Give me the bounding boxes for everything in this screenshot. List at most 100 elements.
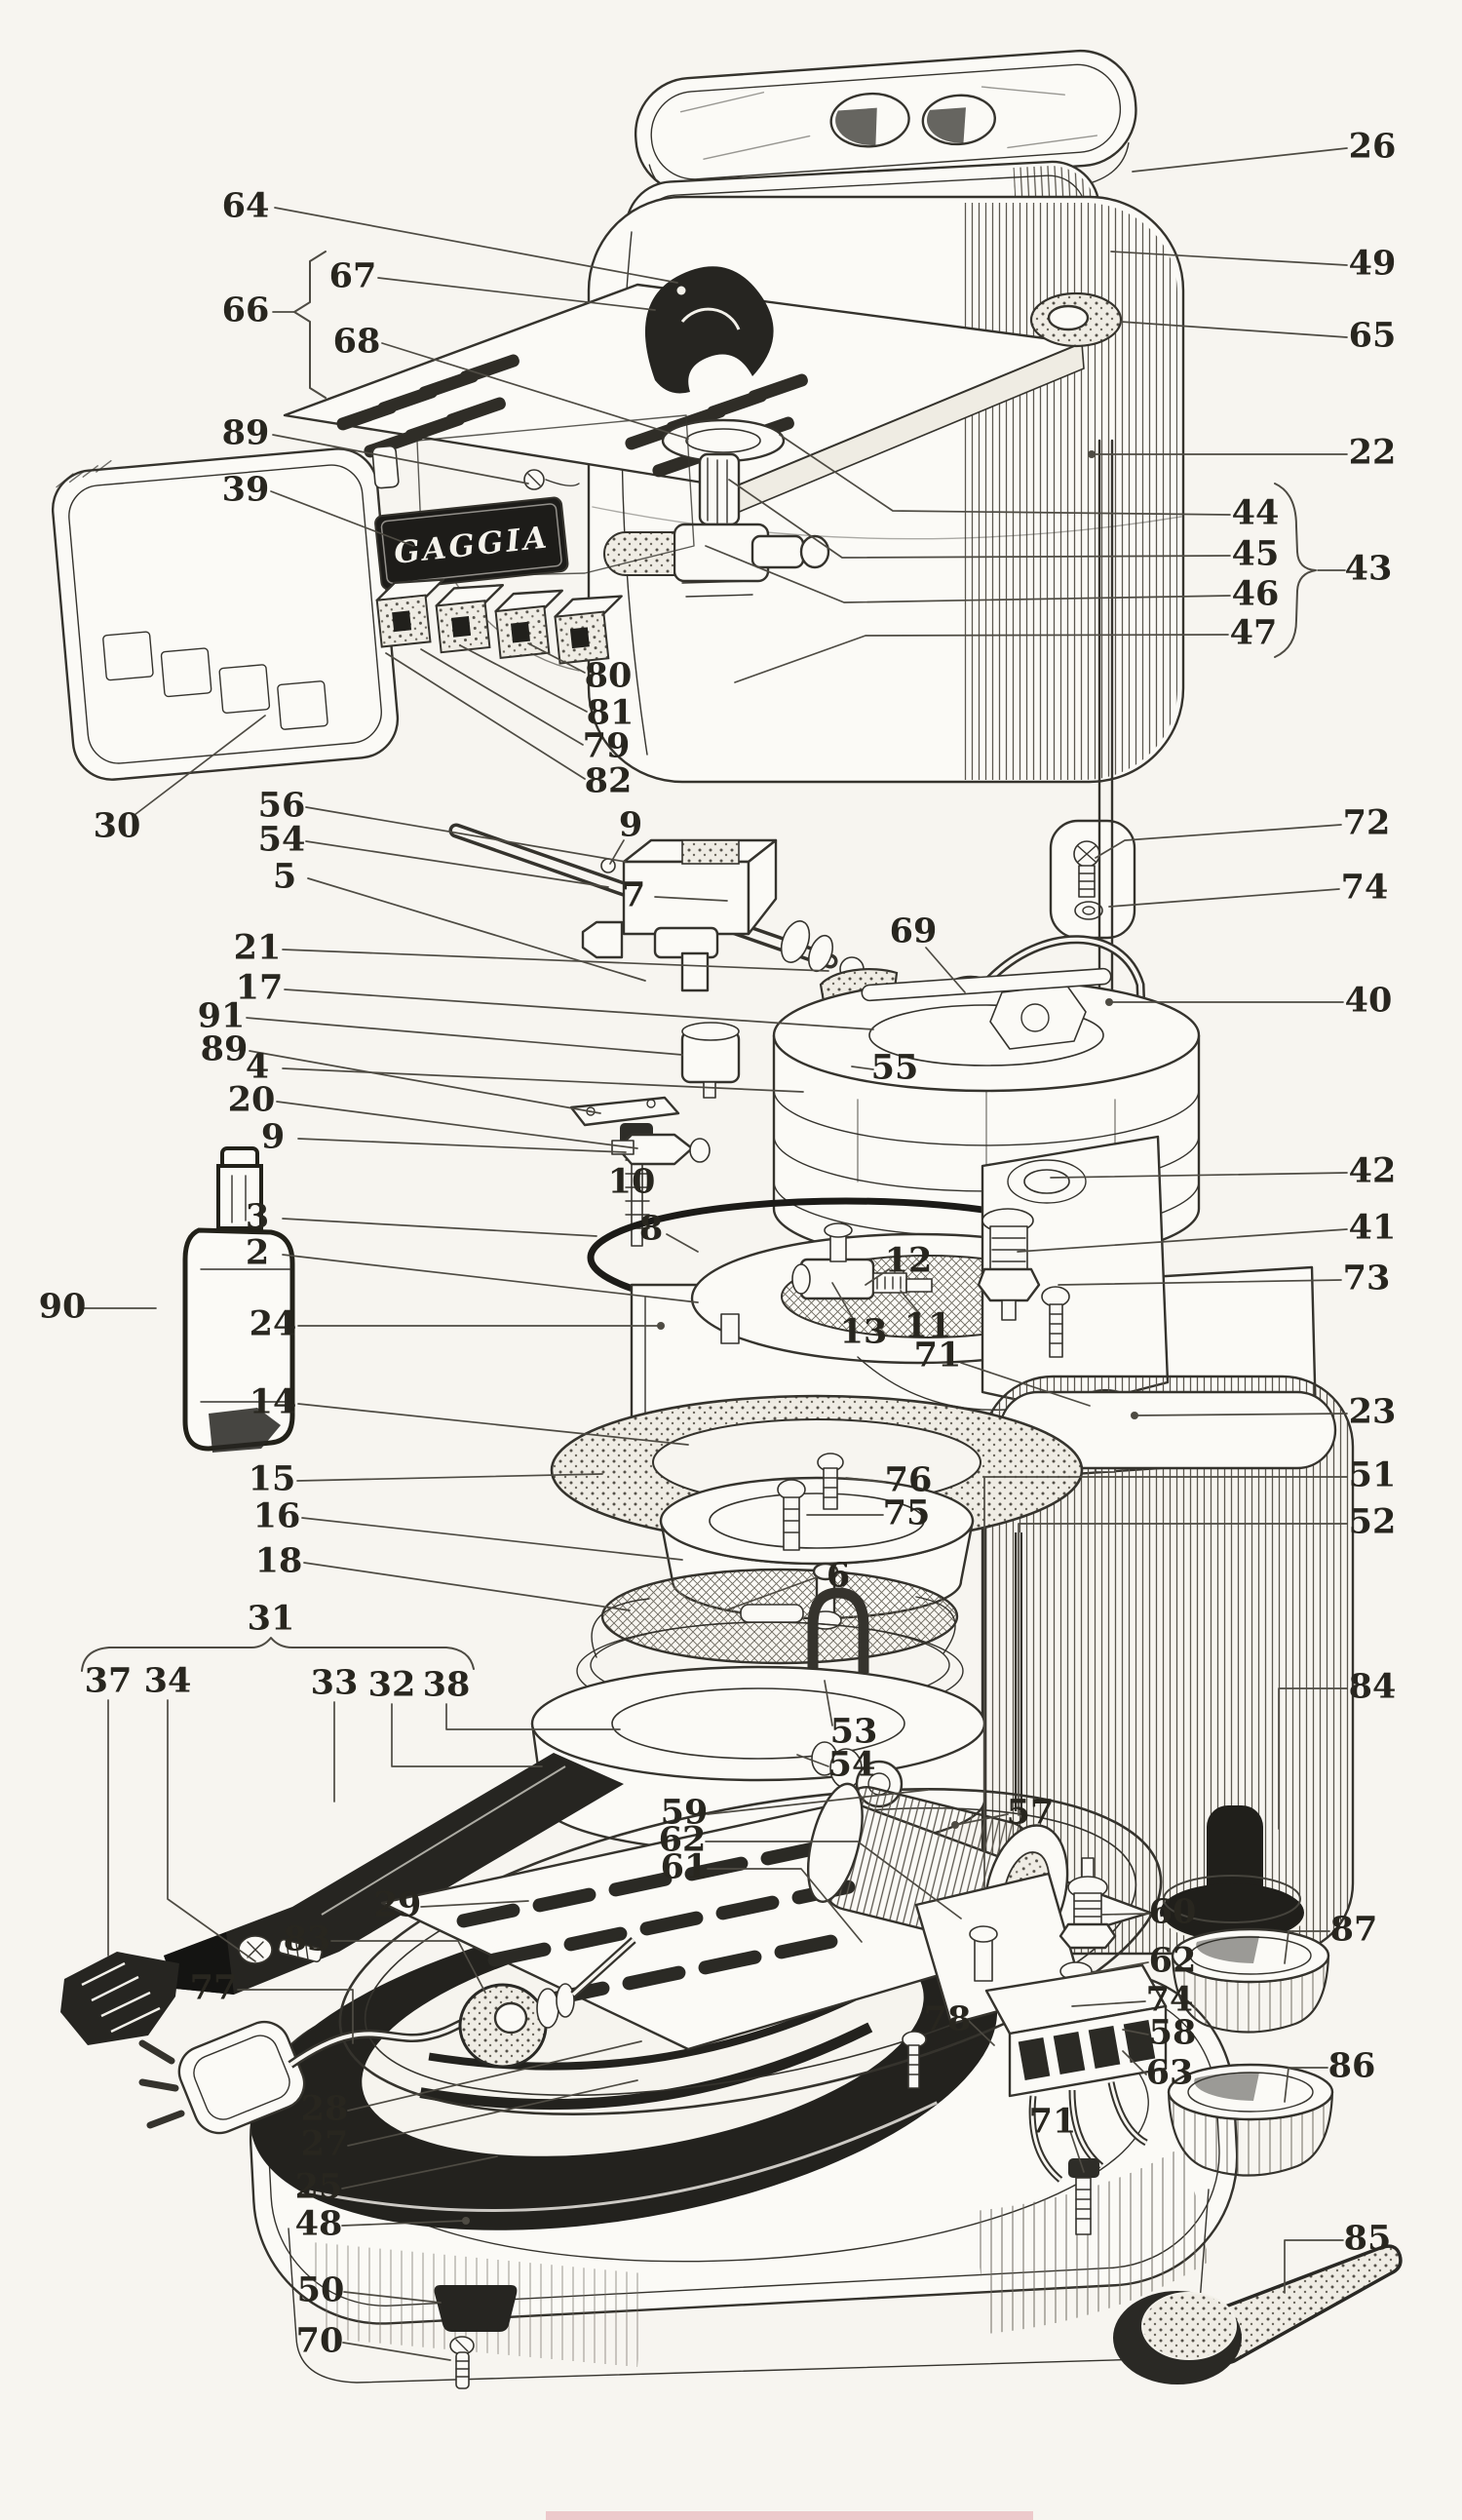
tank-lid-drawing [634, 49, 1137, 204]
leader-line-32 [391, 1703, 543, 1767]
part-label-54: 54 [258, 820, 306, 860]
leader-line-91 [246, 1017, 683, 1056]
bottle-drawing [182, 1146, 295, 1453]
shell-screw-plate-drawing [1049, 819, 1136, 940]
leader-line-69 [925, 947, 966, 993]
part-label-22: 22 [1349, 433, 1397, 473]
part-label-9: 9 [619, 805, 642, 845]
part-label-43: 43 [1345, 549, 1393, 589]
part-label-6: 6 [827, 1556, 850, 1596]
leader-dot-24 [657, 1322, 665, 1330]
part-label-75: 75 [883, 1493, 931, 1533]
part-label-67: 67 [329, 256, 377, 296]
part-label-49: 49 [1349, 244, 1397, 284]
bracket-group-31 [81, 1637, 475, 1672]
leader-line-55 [851, 1066, 874, 1070]
part-label-4: 4 [246, 1047, 269, 1087]
leader-line-79 [420, 648, 584, 746]
part-label-44: 44 [1232, 493, 1280, 533]
part-label-40: 40 [1345, 981, 1393, 1021]
part-label-76: 76 [885, 1460, 933, 1500]
leader-line-29 [420, 1900, 529, 1908]
part-label-11: 11 [904, 1306, 952, 1346]
part-label-57: 57 [1007, 1793, 1055, 1833]
leader-line-67 [377, 277, 656, 311]
leader-line-62 [1079, 1961, 1149, 1976]
leader-line-16 [301, 1517, 683, 1561]
part-label-50: 50 [297, 2270, 345, 2310]
part-label-29: 29 [374, 1885, 422, 1925]
leader-line-23 [1134, 1413, 1348, 1416]
part-label-47: 47 [1230, 613, 1278, 653]
leader-line-87 [1284, 1930, 1330, 1964]
part-label-71: 71 [1029, 2102, 1077, 2142]
part-label-70: 70 [296, 2321, 344, 2361]
leader-line-89 [272, 434, 529, 485]
part-label-15: 15 [249, 1459, 296, 1499]
part-label-32: 32 [368, 1665, 416, 1705]
part-label-34: 34 [144, 1661, 192, 1701]
part-label-62: 62 [659, 1820, 707, 1860]
leader-line-54 [796, 1754, 829, 1767]
leader-line-39 [270, 490, 414, 547]
leader-line-45 [728, 479, 1231, 559]
leader-line-18 [303, 1562, 631, 1611]
leader-line-42 [1050, 1172, 1348, 1179]
leader-line-76 [845, 1477, 886, 1483]
leader-line-68 [381, 342, 689, 440]
leader-dot-57 [951, 1821, 959, 1829]
terminal-block-drawing [902, 1963, 1168, 2235]
part-label-81: 81 [587, 693, 635, 733]
part-label-38: 38 [423, 1665, 471, 1705]
leader-line-71 [1069, 2130, 1085, 2173]
part-label-54: 54 [828, 1745, 876, 1785]
leader-line-61 [707, 1868, 863, 1943]
part-label-69: 69 [890, 911, 938, 951]
leader-line-74 [1108, 888, 1340, 908]
leader-line-58 [1122, 2029, 1149, 2035]
part-label-28: 28 [301, 2089, 349, 2129]
part-label-87: 87 [1330, 1910, 1378, 1950]
part-label-80: 80 [585, 656, 633, 696]
leader-line-72 [1095, 824, 1342, 859]
bracket-group-43 [1274, 483, 1317, 658]
part-label-14: 14 [250, 1382, 297, 1422]
part-label-82: 82 [585, 761, 633, 801]
part-label-23: 23 [1349, 1392, 1397, 1432]
leader-line-46 [705, 545, 1231, 603]
leader-line-52 [1018, 1523, 1348, 1816]
leader-line-65 [1120, 321, 1348, 338]
part-label-46: 46 [1232, 574, 1280, 614]
screws-76-75-drawing [777, 1453, 844, 1551]
leader-line-73 [1058, 1279, 1342, 1286]
leader-line-21 [282, 949, 829, 972]
part-label-8: 8 [639, 1209, 663, 1249]
leader-dot-23 [1131, 1412, 1138, 1419]
leader-line-5 [307, 877, 646, 982]
measuring-scoop-drawing [1113, 2244, 1403, 2384]
part-label-45: 45 [1232, 534, 1280, 574]
leader-line-7 [654, 896, 728, 902]
part-label-64: 64 [222, 186, 270, 226]
part-label-3: 3 [246, 1197, 269, 1237]
leader-line-14 [297, 1403, 689, 1446]
leader-line-89 [249, 1050, 601, 1114]
part-label-20: 20 [228, 1080, 276, 1120]
part-label-91: 91 [198, 996, 246, 1036]
leader-line-9 [609, 839, 625, 865]
leader-line-50 [343, 2291, 442, 2304]
leader-line-64 [274, 207, 678, 284]
part-label-77: 77 [190, 1968, 238, 2008]
leader-line-2 [282, 1254, 699, 1303]
leader-line-84 [1278, 1687, 1348, 1830]
spout-fitting-drawing [1029, 291, 1123, 348]
part-label-84: 84 [1349, 1667, 1397, 1707]
part-label-52: 52 [1349, 1502, 1397, 1542]
part-label-10: 10 [608, 1162, 656, 1202]
leader-line-3 [282, 1218, 597, 1237]
part-label-73: 73 [1343, 1259, 1391, 1299]
steam-knob-drawing [603, 266, 830, 598]
leader-line-59 [707, 1789, 929, 1815]
power-cord-drawing [138, 1937, 636, 2135]
